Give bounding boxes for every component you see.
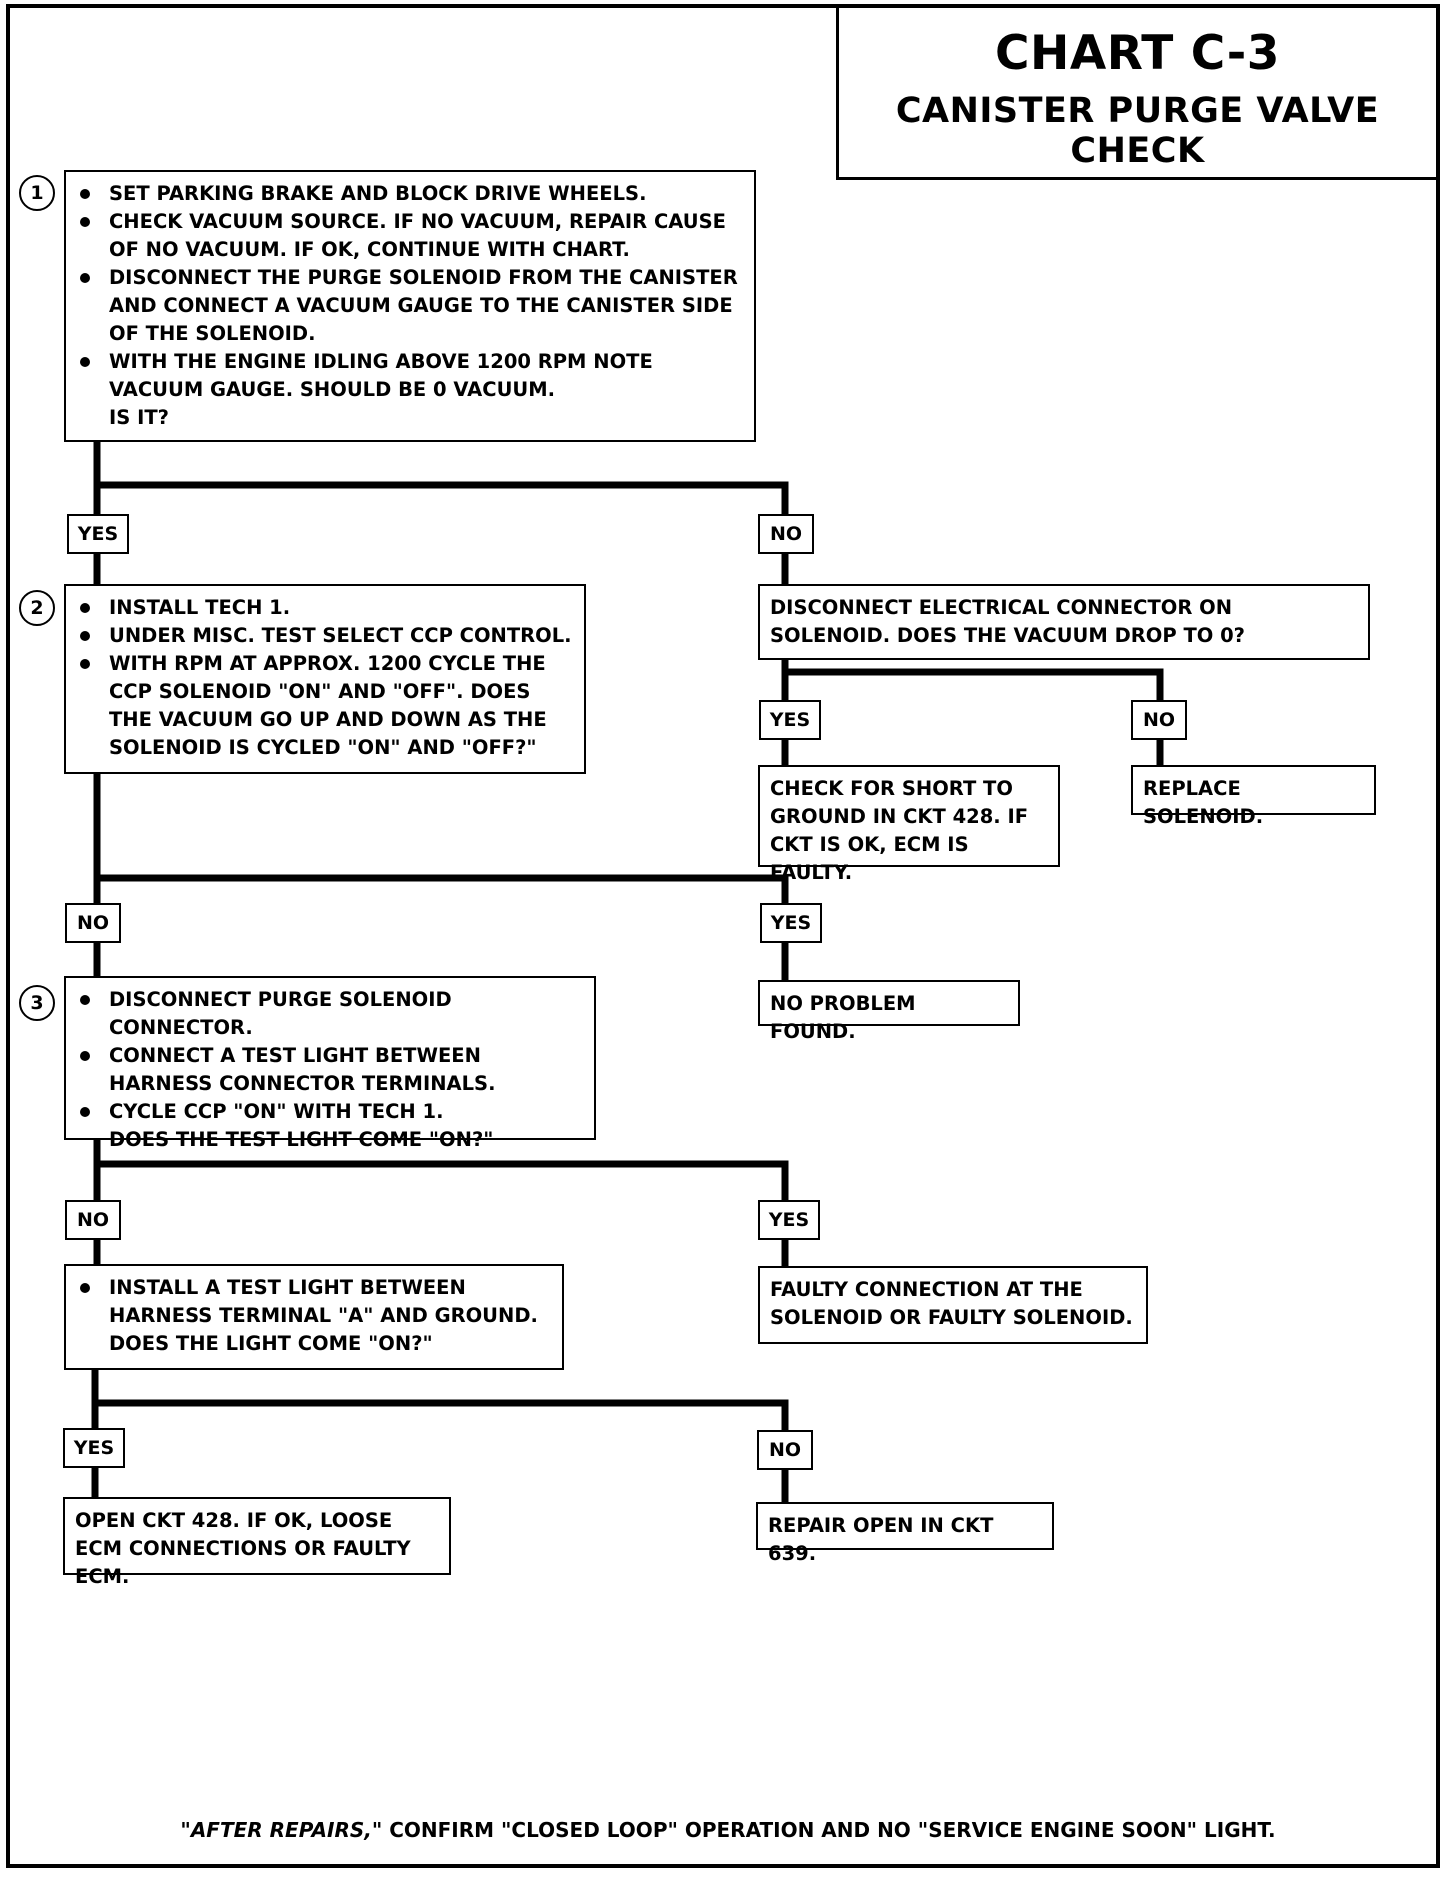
step-1-bullet: SET PARKING BRAKE AND BLOCK DRIVE WHEELS… xyxy=(76,180,744,208)
title-block: CHART C-3 CANISTER PURGE VALVE CHECK xyxy=(836,4,1436,180)
faulty-connection-text: FAULTY CONNECTION AT THE SOLENOID OR FAU… xyxy=(770,1278,1133,1329)
label-yes-4: YES xyxy=(63,1428,125,1468)
step-1-bullet: WITH THE ENGINE IDLING ABOVE 1200 RPM NO… xyxy=(76,348,744,404)
footer-note-text: CONFIRM "CLOSED LOOP" OPERATION AND NO "… xyxy=(382,1818,1276,1842)
step-marker-1: 1 xyxy=(19,175,55,211)
connector-1-no xyxy=(93,481,789,519)
chart-title: CHART C-3 xyxy=(995,26,1280,81)
repair-open-text: REPAIR OPEN IN CKT 639. xyxy=(768,1514,994,1565)
page-frame xyxy=(6,4,1440,1868)
install-test-light-box: INSTALL A TEST LIGHT BETWEEN HARNESS TER… xyxy=(64,1264,564,1370)
label-yes-3: YES xyxy=(758,1200,820,1240)
install-test-light-bullet: INSTALL A TEST LIGHT BETWEEN HARNESS TER… xyxy=(76,1274,552,1330)
label-yes-2: YES xyxy=(760,903,822,943)
label-no-disc: NO xyxy=(1131,700,1187,740)
step-2-bullet: WITH RPM AT APPROX. 1200 CYCLE THE CCP S… xyxy=(76,650,574,762)
step-2-box: INSTALL TECH 1. UNDER MISC. TEST SELECT … xyxy=(64,584,586,774)
connector-4-split xyxy=(91,1364,789,1434)
disconnect-connector-box: DISCONNECT ELECTRICAL CONNECTOR ON SOLEN… xyxy=(758,584,1370,660)
step-3-box: DISCONNECT PURGE SOLENOID CONNECTOR. CON… xyxy=(64,976,596,1151)
label-no-4: NO xyxy=(757,1430,813,1470)
label-yes-1: YES xyxy=(67,514,129,554)
disconnect-connector-text: DISCONNECT ELECTRICAL CONNECTOR ON SOLEN… xyxy=(770,596,1245,647)
footer-note: "AFTER REPAIRS," CONFIRM "CLOSED LOOP" O… xyxy=(0,1818,1456,1842)
connector-3-split xyxy=(93,1134,789,1204)
step-2-bullet: UNDER MISC. TEST SELECT CCP CONTROL. xyxy=(76,622,574,650)
repair-open-box: REPAIR OPEN IN CKT 639. xyxy=(756,1502,1054,1565)
replace-solenoid-text: REPLACE SOLENOID. xyxy=(1143,777,1264,828)
no-problem-box: NO PROBLEM FOUND. xyxy=(758,980,1020,1043)
step-marker-2: 2 xyxy=(19,590,55,626)
footer-note-italic: "AFTER REPAIRS," xyxy=(180,1818,383,1842)
step-1-bullet: CHECK VACUUM SOURCE. IF NO VACUUM, REPAI… xyxy=(76,208,744,264)
label-no-2: NO xyxy=(65,903,121,943)
step-3-question: DOES THE TEST LIGHT COME "ON?" xyxy=(109,1128,494,1151)
check-short-box: CHECK FOR SHORT TO GROUND IN CKT 428. IF… xyxy=(758,765,1060,884)
step-1-question: IS IT? xyxy=(109,406,169,429)
faulty-connection-box: FAULTY CONNECTION AT THE SOLENOID OR FAU… xyxy=(758,1266,1148,1344)
label-no-1: NO xyxy=(758,514,814,554)
step-3-bullet: CONNECT A TEST LIGHT BETWEEN HARNESS CON… xyxy=(76,1042,584,1098)
check-short-text: CHECK FOR SHORT TO GROUND IN CKT 428. IF… xyxy=(770,777,1029,884)
step-1-box: SET PARKING BRAKE AND BLOCK DRIVE WHEELS… xyxy=(64,170,756,442)
open-ckt-text: OPEN CKT 428. IF OK, LOOSE ECM CONNECTIO… xyxy=(75,1509,411,1588)
no-problem-text: NO PROBLEM FOUND. xyxy=(770,992,916,1043)
open-ckt-box: OPEN CKT 428. IF OK, LOOSE ECM CONNECTIO… xyxy=(63,1497,451,1588)
step-2-bullet: INSTALL TECH 1. xyxy=(76,594,574,622)
step-3-bullet: DISCONNECT PURGE SOLENOID CONNECTOR. xyxy=(76,986,584,1042)
install-test-light-question: DOES THE LIGHT COME "ON?" xyxy=(109,1332,433,1355)
connector-2-split xyxy=(93,768,789,909)
replace-solenoid-box: REPLACE SOLENOID. xyxy=(1131,765,1376,828)
step-3-bullet: CYCLE CCP "ON" WITH TECH 1. xyxy=(76,1098,584,1126)
chart-subtitle: CANISTER PURGE VALVE CHECK xyxy=(895,91,1380,171)
step-1-bullet: DISCONNECT THE PURGE SOLENOID FROM THE C… xyxy=(76,264,744,348)
step-marker-3: 3 xyxy=(19,985,55,1021)
label-no-3: NO xyxy=(65,1200,121,1240)
label-yes-disc: YES xyxy=(759,700,821,740)
connector-disc-split xyxy=(781,654,1164,702)
